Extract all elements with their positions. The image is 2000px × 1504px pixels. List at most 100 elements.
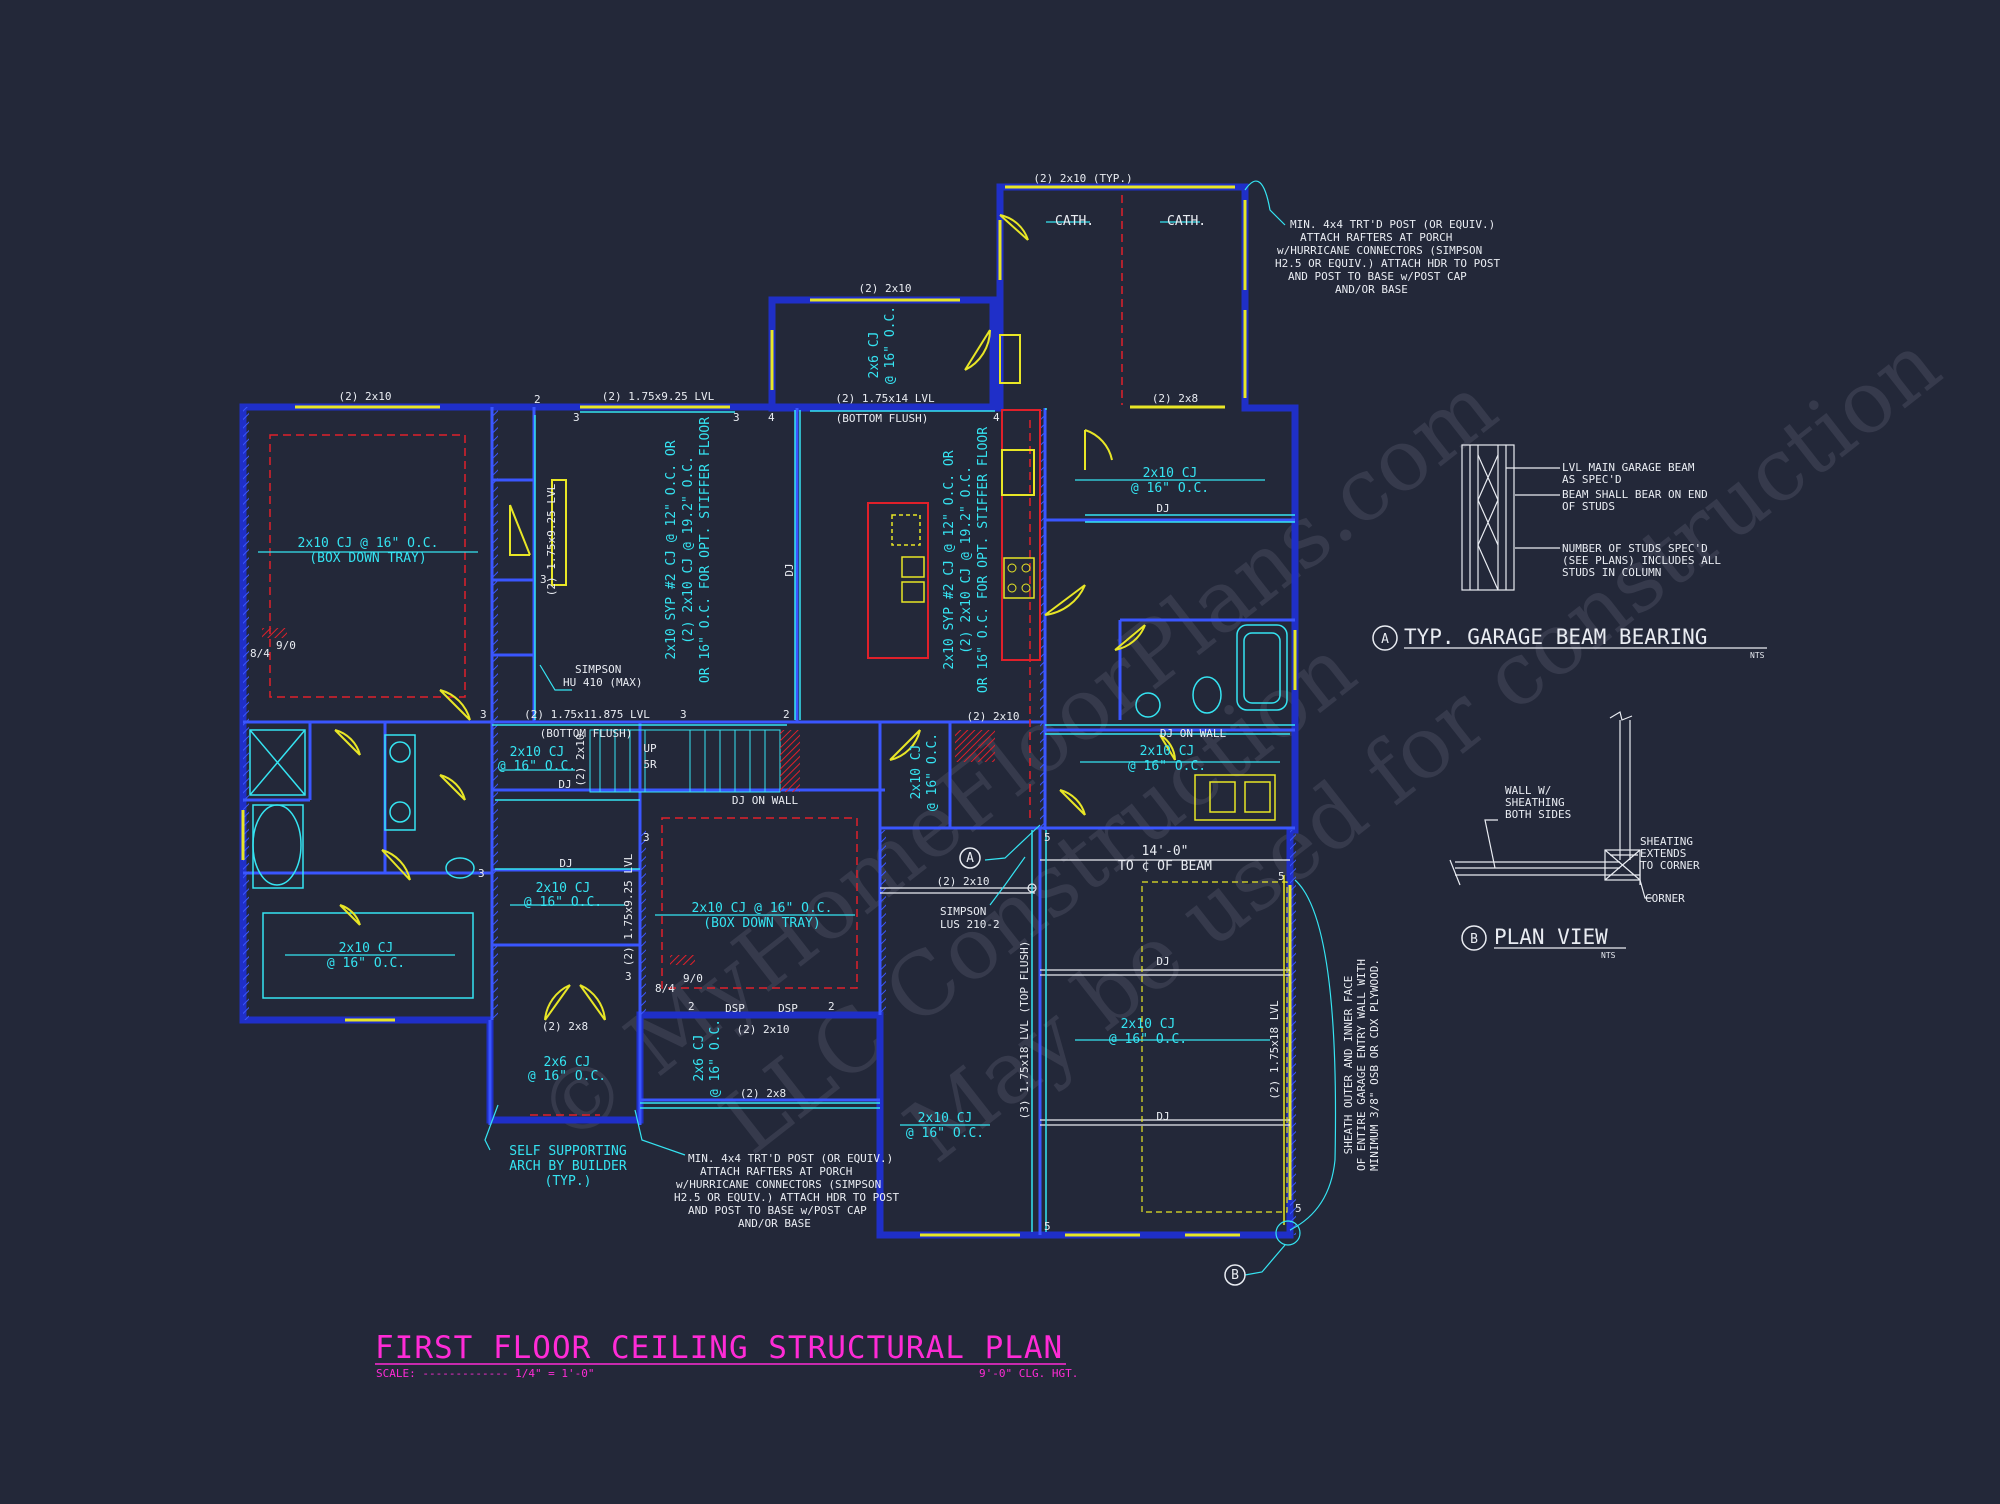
point-load-5a: 5 <box>1044 831 1051 844</box>
front-cj-2: @ 16" O.C. <box>528 1069 606 1084</box>
detail-b-wall-a: WALL W/ <box>1505 784 1551 797</box>
bath-cj-1: 2x10 CJ <box>339 941 394 956</box>
point-load-3b: 3 <box>733 411 740 424</box>
garage-lvl-right-label: (2) 1.75x18 LVL <box>1268 1000 1281 1100</box>
header-2x8-c-label: (2) 2x8 <box>740 1087 786 1100</box>
cath-left-label: CATH. <box>1055 214 1094 229</box>
kitchen-island <box>867 502 929 659</box>
garage-cj-2: @ 16" O.C. <box>1109 1032 1187 1047</box>
sheath-note-1: SHEATH OUTER AND INNER FACE <box>1342 976 1355 1155</box>
detail-a-note-3a: NUMBER OF STUDS SPEC'D <box>1562 542 1708 555</box>
sheath-note-2: OF ENTIRE GARAGE ENTRY WALL WITH <box>1355 959 1368 1171</box>
simpson-hu-2: HU 410 (MAX) <box>563 676 642 689</box>
span-arrows <box>258 221 1280 1126</box>
garage-beam-label: TO ¢ OF BEAM <box>1118 859 1212 874</box>
garage-header-label: (2) 2x10 <box>937 875 990 888</box>
simpson-hu-1: SIMPSON <box>575 663 621 676</box>
callout-b-label: B <box>1231 1268 1239 1283</box>
callout-a-circle <box>959 847 981 869</box>
mud-cj-1: 2x10 CJ <box>1140 744 1195 759</box>
garage-dj-a: DJ <box>1156 955 1169 968</box>
porch-header-label: (2) 2x10 (TYP.) <box>1033 172 1132 185</box>
framing-lines <box>492 408 1295 1109</box>
hall-cj-1: 2x10 CJ <box>510 745 565 760</box>
garage-dj-b: DJ <box>1156 1110 1169 1123</box>
detail-b-nts: NTS <box>1601 951 1616 960</box>
bath-cj-2: @ 16" O.C. <box>327 956 405 971</box>
arch-note-1: SELF SUPPORTING <box>509 1144 627 1159</box>
detail-a-note-3b: (SEE PLANS) INCLUDES ALL <box>1562 554 1721 567</box>
callout-a-label: A <box>966 851 974 866</box>
laundry-cj-1: 2x10 CJ <box>1143 466 1198 481</box>
garage-cj-1: 2x10 CJ <box>1121 1017 1176 1032</box>
detail-a-tag: A <box>1381 632 1389 647</box>
stair-count-label: 5R <box>643 758 657 771</box>
porch-note-1: MIN. 4x4 TRT'D POST (OR EQUIV.) <box>1290 218 1495 231</box>
detail-b-title: PLAN VIEW <box>1494 925 1608 949</box>
simpson-lus-1: SIMPSON <box>940 905 986 918</box>
arch-note-2: ARCH BY BUILDER <box>509 1159 627 1174</box>
bath-fixtures <box>249 624 1288 999</box>
bed-cj-2: @ 16" O.C. <box>524 895 602 910</box>
point-load-2d: 2 <box>828 1000 835 1013</box>
lvl925-vertical-label: (2) 1.75x9.25 LVL <box>545 483 558 596</box>
master-cj-2: (BOX DOWN TRAY) <box>309 551 426 566</box>
header-2x10-b-label: (2) 2x10 <box>967 710 1020 723</box>
point-load-3f: 3 <box>643 831 650 844</box>
drawing-title: FIRST FLOOR CEILING STRUCTURAL PLAN <box>375 1330 1063 1366</box>
bed2-dim-b: 9/0 <box>683 972 703 985</box>
bed2-cj-1: 2x10 CJ @ 16" O.C. <box>692 901 833 916</box>
bed-lvl-label: (2) 1.75x9.25 LVL <box>622 853 635 966</box>
master-dim-b: 9/0 <box>276 639 296 652</box>
plan-labels: (2) 2x10 (TYP.) CATH. CATH. MIN. 4x4 TRT… <box>250 172 1501 1233</box>
header-left-label: (2) 2x10 <box>339 390 392 403</box>
header-garage-top-label: (2) 2x8 <box>1152 392 1198 405</box>
foyer-cj-2: @ 16" O.C. <box>906 1126 984 1141</box>
kitchen-counter <box>1001 409 1041 661</box>
stair-up-label: UP <box>643 742 657 755</box>
front-note-2: ATTACH RAFTERS AT PORCH <box>700 1165 852 1178</box>
garage-lvl-top-label: (3) 1.75x18 LVL (TOP FLUSH) <box>1018 941 1031 1120</box>
hatched-walls <box>243 407 1296 1235</box>
master-dim-a: 8/4 <box>250 647 270 660</box>
foyer-cj-1: 2x10 CJ <box>918 1111 973 1126</box>
point-load-2b: 2 <box>783 708 790 721</box>
laundry-dj-label: DJ <box>1156 502 1169 515</box>
drawing-scale: SCALE: ------------- 1/4" = 1'-0" <box>376 1367 595 1380</box>
point-load-3e: 3 <box>680 708 687 721</box>
dsp-a-label: DSP <box>725 1002 745 1015</box>
master-cj-1: 2x10 CJ @ 16" O.C. <box>298 536 439 551</box>
title-block: FIRST FLOOR CEILING STRUCTURAL PLAN SCAL… <box>375 1330 1078 1380</box>
porch-note-6: AND/OR BASE <box>1335 283 1408 296</box>
point-load-4b: 4 <box>993 411 1000 424</box>
family-cj-3: OR 16" O.C. FOR OPT. STIFFER FLOOR <box>698 417 713 683</box>
point-load-5c: 5 <box>1295 1202 1302 1215</box>
nook-header-label: (2) 2x10 <box>859 282 912 295</box>
detail-b-tag: B <box>1470 932 1478 947</box>
bed2-dim-a: 8/4 <box>655 982 675 995</box>
header-lvl11875-label: (2) 1.75x11.875 LVL <box>524 708 650 721</box>
point-load-3h: 3 <box>625 970 632 983</box>
header-2x10-c-label: (2) 2x10 <box>737 1023 790 1036</box>
detail-a-nts: NTS <box>1750 651 1765 660</box>
laundry-cj-2: @ 16" O.C. <box>1131 481 1209 496</box>
detail-b-wall-c: BOTH SIDES <box>1505 808 1571 821</box>
front-note-4: H2.5 OR EQUIV.) ATTACH HDR TO POST <box>674 1191 900 1204</box>
detail-a-note-2b: OF STUDS <box>1562 500 1615 513</box>
dj-on-wall-b: DJ ON WALL <box>732 794 799 807</box>
porch-note-5: AND POST TO BASE w/POST CAP <box>1288 270 1467 283</box>
cath-right-label: CATH. <box>1167 214 1206 229</box>
front-note-6: AND/OR BASE <box>738 1217 811 1230</box>
bed2-cj-2: (BOX DOWN TRAY) <box>703 916 820 931</box>
tray-ceilings <box>269 195 1123 1116</box>
mud-cj-2: @ 16" O.C. <box>1128 759 1206 774</box>
detail-a-note-3c: STUDS IN COLUMN <box>1562 566 1661 579</box>
detail-a-note-2a: BEAM SHALL BEAR ON END <box>1562 488 1708 501</box>
callout-b-circle <box>1224 1264 1246 1286</box>
bottom-flush-mid-label: (BOTTOM FLUSH) <box>540 727 633 740</box>
front-note-5: AND POST TO BASE w/POST CAP <box>688 1204 867 1217</box>
detail-b-corner: CORNER <box>1645 892 1685 905</box>
point-load-2c: 2 <box>688 1000 695 1013</box>
point-load-3c: 3 <box>540 573 547 586</box>
